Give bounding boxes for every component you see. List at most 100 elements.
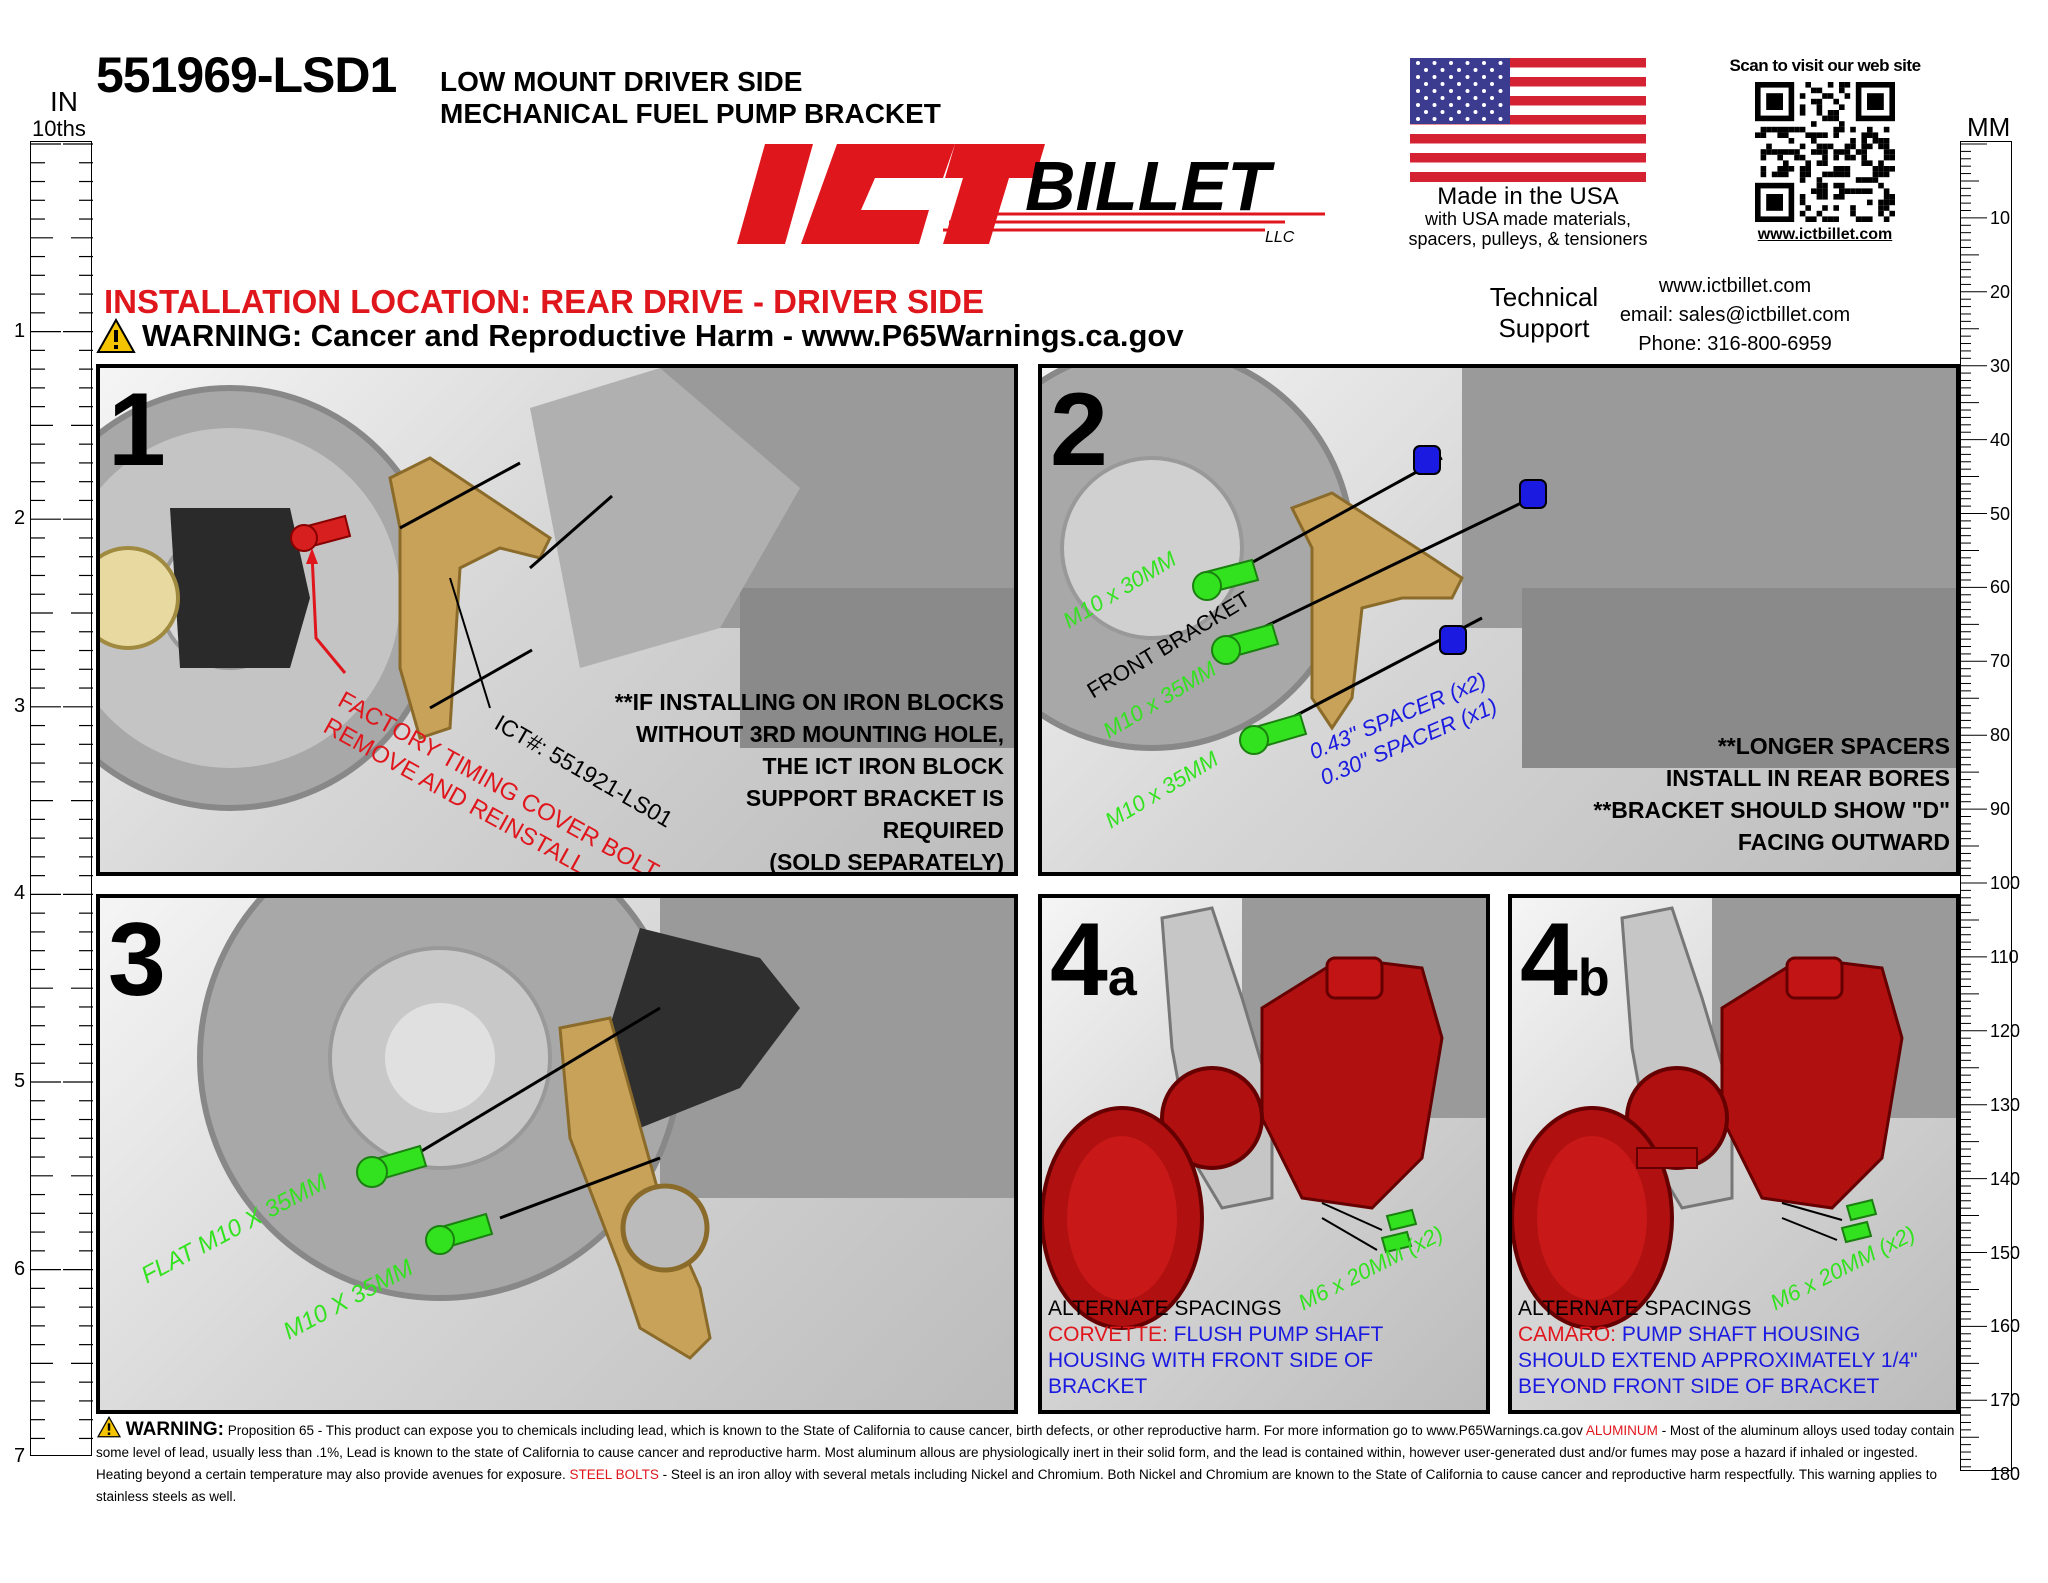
inch-label: 6 (14, 1257, 26, 1280)
contact-email[interactable]: email: sales@ictbillet.com (1619, 304, 1851, 326)
step-2-number: 2 (1050, 372, 1108, 488)
qr-module (1883, 154, 1890, 161)
flag-star (1432, 89, 1437, 93)
qr-module (1811, 87, 1817, 94)
qr-module (1805, 82, 1811, 88)
qr-module (1861, 132, 1867, 138)
qr-module (1760, 149, 1767, 155)
ict-billet-logo: BILLET LLC (725, 138, 1330, 250)
qr-module (1833, 132, 1839, 138)
step-2-illustration (1042, 368, 1956, 768)
qr-module (1760, 132, 1767, 138)
flag-star (1490, 110, 1494, 114)
flag-star (1440, 110, 1445, 114)
step-4b-illustration (1512, 898, 1956, 1330)
qr-finder (1766, 93, 1783, 110)
qr-module (1872, 138, 1879, 144)
contact-phone: Phone: 316-800-6959 (1638, 333, 1832, 355)
step-4b-alt-text-2: SHOULD EXTEND APPROXIMATELY 1/4" (1518, 1349, 1918, 1372)
qr-module (1827, 110, 1834, 116)
qr-module (1811, 98, 1817, 105)
qr-module (1844, 149, 1851, 155)
qr-module (1867, 132, 1873, 138)
qr-module (1783, 160, 1789, 166)
qr-module (1816, 210, 1823, 217)
flag-star (1473, 68, 1478, 72)
qr-module (1878, 199, 1884, 206)
footer-aluminum-label: ALUMINUM (1585, 1423, 1658, 1438)
qr-module (1833, 194, 1839, 200)
mm-label: 130 (1990, 1094, 2021, 1115)
qr-module (1861, 149, 1867, 155)
qr-module (1822, 160, 1828, 166)
step-1-note: **IF INSTALLING ON IRON BLOCKS WITHOUT 3… (544, 686, 1004, 872)
qr-module (1816, 160, 1823, 166)
qr-module (1872, 171, 1879, 178)
logo-llc-text: LLC (1265, 229, 1295, 246)
qr-module (1867, 177, 1873, 183)
flag-star (1432, 75, 1437, 79)
qr-module (1777, 154, 1783, 161)
qr-module (1816, 194, 1823, 200)
step-4a-alt-text-1: FLUSH PUMP SHAFT (1173, 1323, 1384, 1346)
step-4b-number-letter: b (1577, 949, 1610, 1007)
qr-code[interactable] (1755, 82, 1895, 222)
step-4a-number-letter: a (1107, 949, 1137, 1007)
qr-module (1755, 132, 1761, 138)
qr-module (1794, 126, 1800, 133)
qr-module (1799, 93, 1806, 99)
qr-module (1883, 205, 1890, 211)
mm-label: 10 (1990, 207, 2011, 228)
step-4b-alternate-spacings: ALTERNATE SPACINGS CAMARO: PUMP SHAFT HO… (1518, 1296, 1956, 1400)
qr-module (1867, 143, 1873, 150)
flag-star (1473, 82, 1478, 86)
part-description-line-2: MECHANICAL FUEL PUMP BRACKET (440, 98, 941, 129)
qr-module (1833, 205, 1839, 211)
qr-module (1766, 126, 1772, 133)
inch-label: 3 (14, 694, 26, 717)
qr-module (1872, 166, 1879, 172)
qr-module (1822, 171, 1828, 178)
flag-star (1424, 110, 1428, 114)
ruler-mm-unit: MM (1967, 112, 2011, 142)
qr-module (1783, 126, 1789, 133)
qr-module (1883, 166, 1890, 172)
qr-module (1878, 166, 1884, 172)
qr-module (1844, 82, 1851, 88)
qr-module (1822, 143, 1828, 150)
qr-module (1839, 188, 1845, 194)
qr-module (1878, 138, 1884, 144)
mm-label: 100 (1990, 873, 2021, 893)
mm-label: 20 (1990, 281, 2011, 302)
flag-star (1416, 103, 1420, 107)
flag-star (1457, 82, 1461, 86)
qr-module (1827, 115, 1834, 122)
qr-module (1839, 171, 1845, 178)
qr-module (1760, 171, 1767, 178)
qr-module (1777, 149, 1783, 155)
qr-module (1799, 104, 1806, 110)
usa-flag-graphic (1410, 58, 1646, 182)
footer-text-2: - Most of the aluminum alloys used today… (96, 1423, 1955, 1482)
qr-module (1822, 194, 1828, 200)
qr-module (1850, 138, 1856, 144)
step-1-note-line-5: REQUIRED (882, 817, 1004, 843)
qr-url-link[interactable]: www.ictbillet.com (1757, 226, 1893, 243)
step-4a-alternate-spacings: ALTERNATE SPACINGS CORVETTE: FLUSH PUMP … (1048, 1296, 1468, 1400)
step-4b-alt-text-3: BEYOND FRONT SIDE OF BRACKET (1518, 1375, 1880, 1398)
contact-info: www.ictbillet.com email: sales@ictbillet… (1585, 272, 1885, 359)
qr-module (1867, 160, 1873, 166)
qr-module (1816, 132, 1823, 138)
qr-module (1883, 199, 1890, 206)
flag-star (1490, 82, 1494, 86)
step-1-illustration (100, 368, 1014, 811)
qr-module (1788, 166, 1795, 172)
qr-caption: Scan to visit our web site (1729, 56, 1921, 75)
qr-module (1799, 143, 1806, 150)
step-4b-alt-text-1: PUMP SHAFT HOUSING (1621, 1323, 1861, 1346)
qr-module (1878, 205, 1884, 211)
flag-star (1465, 89, 1470, 93)
contact-website[interactable]: www.ictbillet.com (1658, 275, 1812, 297)
flag-star (1490, 96, 1494, 100)
qr-module (1833, 115, 1839, 122)
